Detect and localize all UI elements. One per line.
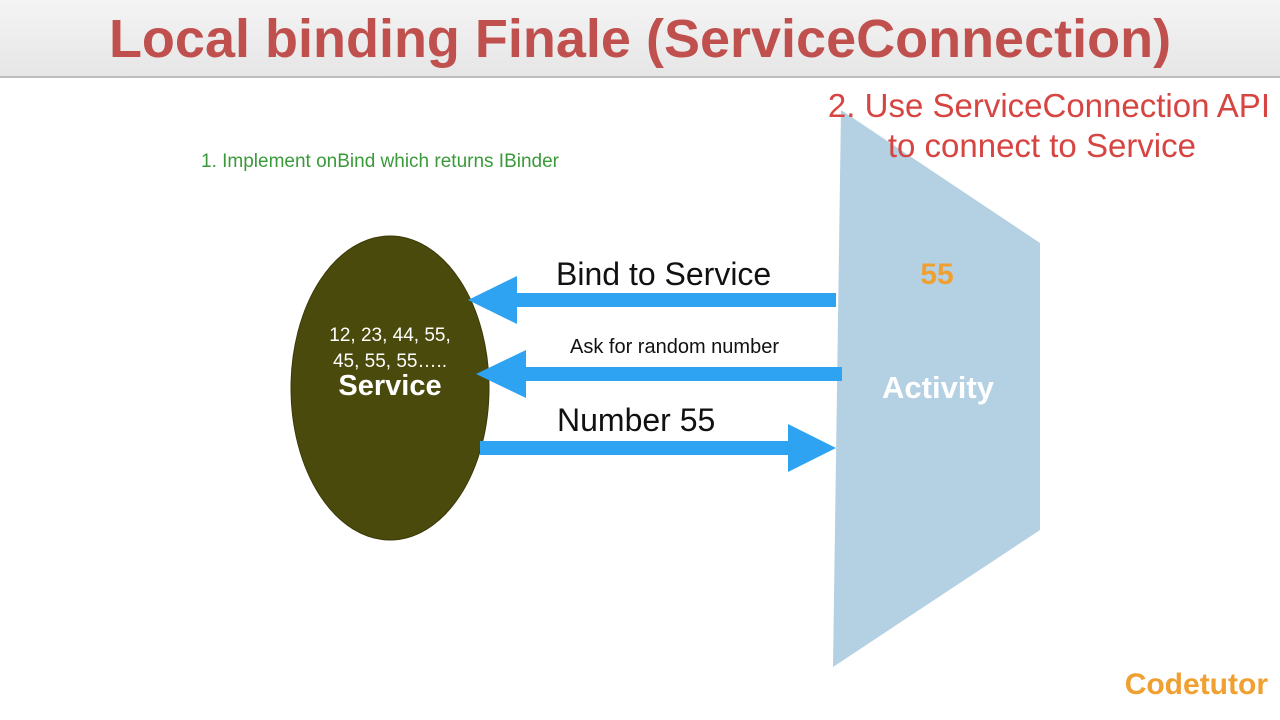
ask-arrow [476,350,842,398]
step2-text: 2. Use ServiceConnection API to connect … [790,86,1270,166]
ask-arrow-label: Ask for random number [570,336,779,358]
activity-label: Activity [882,370,994,405]
number-arrow [480,424,836,472]
bind-arrow [468,276,836,324]
service-numbers-line1: 12, 23, 44, 55, [329,325,451,346]
number-arrow-label: Number 55 [557,402,716,438]
bind-arrow-label: Bind to Service [556,256,772,292]
step2-line1: 2. Use ServiceConnection API [827,87,1270,124]
step1-text: 1. Implement onBind which returns IBinde… [201,151,560,172]
brand-logo-text: Codetutor [1124,668,1268,701]
activity-value: 55 [920,258,954,291]
slide-title: Local binding Finale (ServiceConnection) [108,9,1172,69]
service-ellipse [290,235,490,541]
title-bar: Local binding Finale (ServiceConnection) [0,0,1280,78]
step2-line2: to connect to Service [887,127,1196,164]
service-numbers: 12, 23, 44, 55, 45, 55, 55….. [300,323,480,375]
service-numbers-line2: 45, 55, 55….. [332,351,448,372]
activity-shape [833,110,1040,667]
service-label: Service [338,370,442,402]
